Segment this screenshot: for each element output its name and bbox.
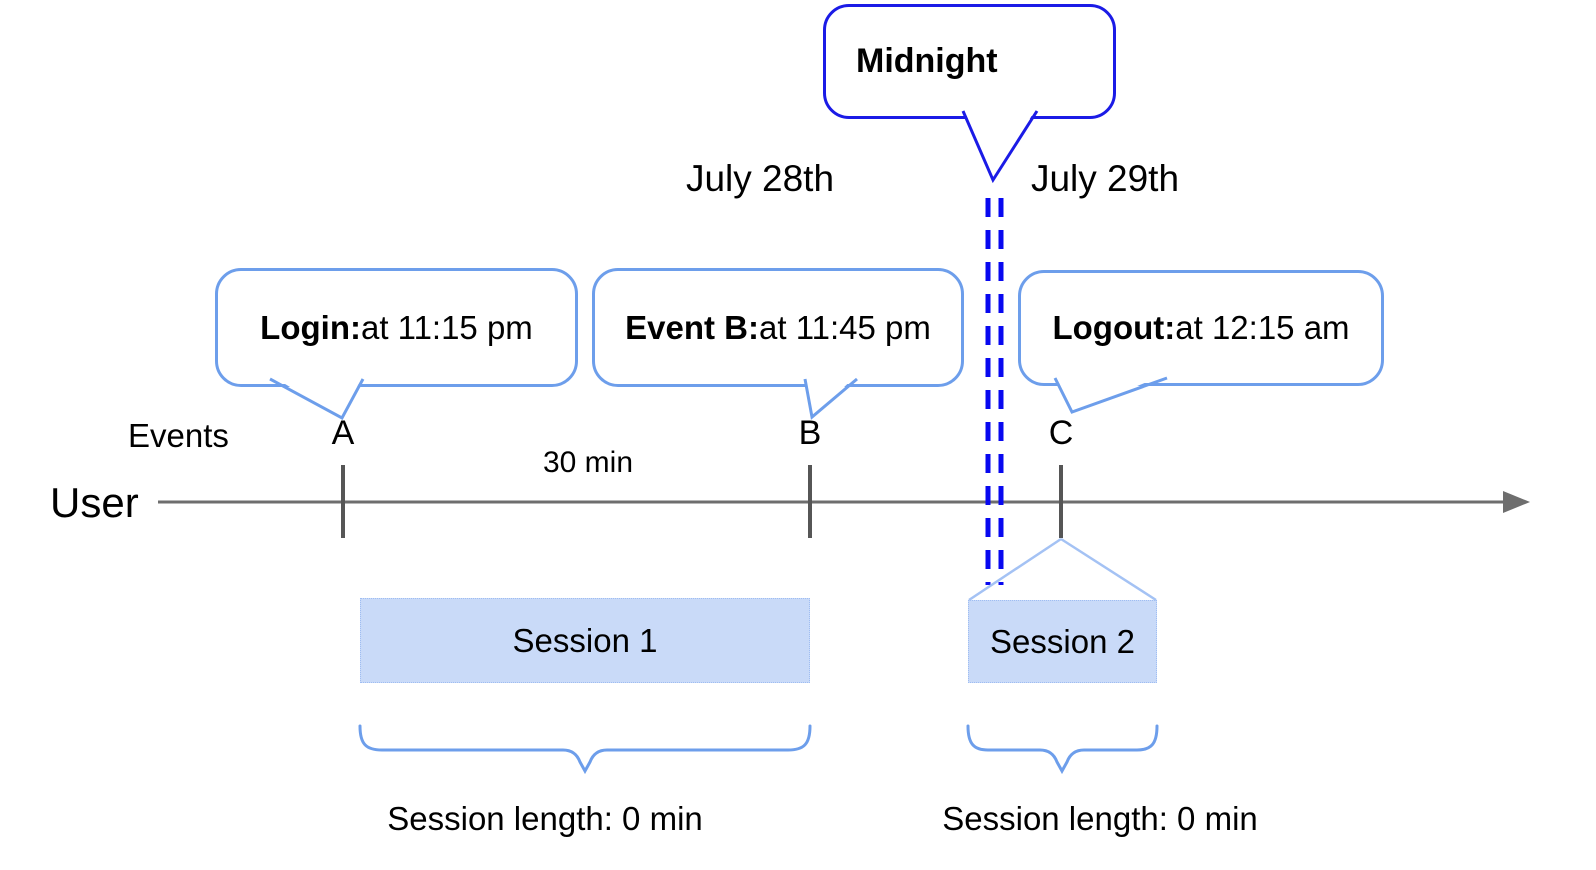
midnight-callout: Midnight — [823, 4, 1116, 119]
date-label-july-29: July 29th — [1030, 158, 1180, 199]
user-axis-label: User — [50, 479, 139, 526]
midnight-label: Midnight — [856, 42, 998, 80]
event-marker-a: A — [331, 414, 355, 452]
events-row-label: Events — [128, 417, 229, 454]
event-b-callout-time: at 11:45 pm — [759, 308, 931, 346]
session-1-label: Session 1 — [512, 621, 658, 659]
login-callout-title: Login: — [260, 308, 361, 346]
event-marker-c: C — [1048, 414, 1074, 452]
logout-callout: Logout: at 12:15 am — [1018, 270, 1384, 386]
timeline-arrowhead-icon — [1503, 491, 1530, 513]
midnight-callout-tail-outline — [961, 110, 1039, 184]
date-label-july-28: July 28th — [685, 158, 835, 199]
logout-callout-title: Logout: — [1052, 309, 1176, 346]
session-1-length-label: Session length: 0 min — [387, 800, 703, 837]
login-callout: Login: at 11:15 pm — [215, 268, 578, 387]
login-callout-time: at 11:15 pm — [360, 308, 533, 346]
session-1-brace — [358, 724, 812, 775]
interval-label-30-min: 30 min — [542, 446, 634, 479]
logout-callout-time: at 12:15 am — [1175, 309, 1350, 346]
event-marker-b: B — [798, 414, 822, 452]
event-b-callout: Event B: at 11:45 pm — [592, 268, 964, 387]
session-2-connector-line-right — [1060, 537, 1157, 602]
session-1-box: Session 1 — [360, 598, 810, 683]
session-2-length-label: Session length: 0 min — [942, 800, 1258, 837]
event-b-callout-title: Event B: — [625, 308, 759, 346]
session-2-brace — [966, 724, 1159, 775]
session-2-label: Session 2 — [990, 622, 1135, 660]
session-2-connector-line-left — [968, 537, 1062, 602]
session-2-box: Session 2 — [968, 600, 1157, 683]
